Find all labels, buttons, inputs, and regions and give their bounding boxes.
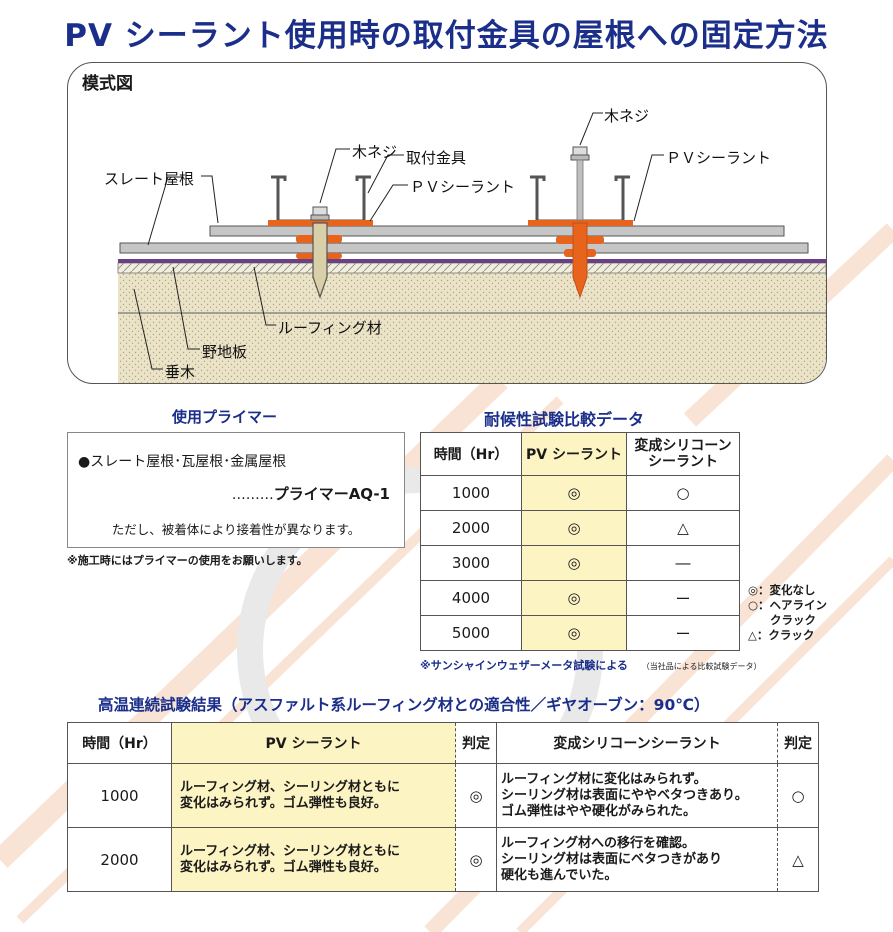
cell-time: 2000: [420, 510, 522, 546]
cell-pv-description: ルーフィング材、シーリング材ともに 変化はみられず。ゴム弾性も良好。: [171, 763, 456, 828]
weather-test-note: ※サンシャインウェザーメータ試験による （当社品による比較試験データ）: [420, 657, 762, 673]
table-row: 2000 ◎ △: [420, 510, 740, 546]
label-rafter: 垂木: [165, 363, 196, 381]
legend-crack-cont: クラック: [770, 613, 816, 627]
weather-test-title: 耐候性試験比較データ: [484, 410, 645, 429]
cell-time: 1000: [67, 763, 172, 828]
cell-ms-description: ルーフィング材への移行を確認。 シーリング材は表面にベタつきがあり 硬化も進んで…: [496, 827, 778, 892]
label-roofing: ルーフィング材: [278, 319, 382, 337]
weather-test-source: （当社品による比較試験データ）: [641, 662, 762, 671]
schematic-diagram: 模式図: [67, 62, 827, 384]
label-pv-sealant-left: ＰＶシーラント: [410, 178, 516, 196]
cell-ms-result: ー: [626, 580, 740, 616]
cell-pv-result: ◎: [521, 475, 627, 511]
ms-line: ルーフィング材に変化はみられず。: [501, 771, 707, 787]
header-pv-sealant: PV シーラント: [171, 722, 456, 764]
label-wood-screw-right: 木ネジ: [604, 107, 650, 125]
weather-test-method: ※サンシャインウェザーメータ試験による: [420, 659, 628, 672]
ms-line: ゴム弾性はやや硬化がみられた。: [501, 803, 697, 819]
legend-no-change: ◎：変化なし: [748, 583, 816, 597]
cell-pv-description: ルーフィング材、シーリング材ともに 変化はみられず。ゴム弾性も良好。: [171, 827, 456, 892]
header-time: 時間（Hr）: [420, 432, 522, 476]
cell-pv-result: ◎: [521, 545, 627, 581]
weather-test-table: 時間（Hr） PV シーラント 変成シリコーン シーラント 1000 ◎ ○ 2…: [420, 432, 740, 651]
ms-line: ルーフィング材への移行を確認。: [501, 835, 695, 851]
header-time: 時間（Hr）: [67, 722, 172, 764]
cell-pv-result: ◎: [521, 510, 627, 546]
header-ms-sealant: 変成シリコーン シーラント: [626, 432, 740, 476]
cell-pv-result: ◎: [521, 615, 627, 651]
table-row: 3000 ◎ ―: [420, 545, 740, 581]
cell-ms-result: ー: [626, 615, 740, 651]
table-header-row: 時間（Hr） PV シーラント 判定 変成シリコーンシーラント 判定: [67, 722, 819, 764]
diagram-heading: 模式図: [82, 74, 133, 94]
header-pv-sealant: PV シーラント: [521, 432, 627, 476]
roof-cross-section: [117, 112, 826, 383]
heat-test-title: 高温連続試験結果（アスファルト系ルーフィング材との適合性／ギヤオーブン：90℃）: [98, 696, 710, 714]
label-wood-screw-left: 木ネジ: [352, 143, 398, 161]
cell-time: 4000: [420, 580, 522, 616]
ms-line: シーリング材は表面にベタつきがあり: [501, 851, 723, 867]
legend-hairline: ○：ヘアライン: [748, 598, 828, 612]
cell-ms-result: ―: [626, 545, 740, 581]
cell-time: 3000: [420, 545, 522, 581]
pv-line: ルーフィング材、シーリング材ともに: [180, 843, 400, 859]
header-ms-judgement: 判定: [777, 722, 819, 764]
ms-line: シーリング材は表面にややベタつきあり。: [501, 787, 748, 803]
primer-product-name: プライマーAQ-1: [273, 485, 390, 503]
primer-adhesion-note: ただし、被着体により接着性が異なります。: [111, 522, 361, 537]
ms-line: 硬化も進んでいた。: [501, 867, 618, 883]
cell-pv-result: ◎: [455, 763, 497, 828]
cell-time: 5000: [420, 615, 522, 651]
label-sheathing: 野地板: [202, 343, 248, 361]
table-row: 5000 ◎ ー: [420, 615, 740, 651]
label-bracket: 取付金具: [406, 149, 467, 167]
cell-pv-result: ◎: [455, 827, 497, 892]
legend-crack: △：クラック: [748, 628, 815, 642]
cell-ms-result: △: [626, 510, 740, 546]
table-row: 4000 ◎ ー: [420, 580, 740, 616]
table-row: 1000 ◎ ○: [420, 475, 740, 511]
cell-pv-result: ◎: [521, 580, 627, 616]
primer-roof-types: ●スレート屋根･瓦屋根･金属屋根: [78, 454, 287, 470]
page-title: PV シーラント使用時の取付金具の屋根への固定方法: [64, 18, 829, 54]
heat-test-table: 時間（Hr） PV シーラント 判定 変成シリコーンシーラント 判定 1000 …: [67, 722, 819, 892]
primer-section-title: 使用プライマー: [172, 408, 278, 426]
header-ms-sealant: 変成シリコーンシーラント: [496, 722, 778, 764]
primer-product-line: ………プライマーAQ-1: [232, 483, 390, 504]
table-row: 2000 ルーフィング材、シーリング材ともに 変化はみられず。ゴム弾性も良好。 …: [67, 827, 819, 892]
cell-ms-result: △: [777, 827, 819, 892]
header-pv-judgement: 判定: [455, 722, 497, 764]
label-slate-roof: スレート屋根: [104, 170, 195, 188]
cell-ms-result: ○: [626, 475, 740, 511]
primer-box: ●スレート屋根･瓦屋根･金属屋根 ………プライマーAQ-1 ただし、被着体により…: [67, 432, 405, 548]
cell-time: 2000: [67, 827, 172, 892]
table-header-row: 時間（Hr） PV シーラント 変成シリコーン シーラント: [420, 432, 740, 476]
pv-line: 変化はみられず。ゴム弾性も良好。: [180, 859, 387, 875]
cell-time: 1000: [420, 475, 522, 511]
primer-usage-note: ※施工時にはプライマーの使用をお願いします。: [67, 554, 308, 567]
pv-line: 変化はみられず。ゴム弾性も良好。: [180, 795, 387, 811]
label-pv-sealant-right: ＰＶシーラント: [666, 149, 772, 167]
cell-ms-result: ○: [777, 763, 819, 828]
primer-dots: ………: [231, 487, 274, 503]
table-row: 1000 ルーフィング材、シーリング材ともに 変化はみられず。ゴム弾性も良好。 …: [67, 763, 819, 828]
cell-ms-description: ルーフィング材に変化はみられず。 シーリング材は表面にややベタつきあり。 ゴム弾…: [496, 763, 778, 828]
pv-line: ルーフィング材、シーリング材ともに: [180, 779, 400, 795]
result-legend: ◎：変化なし ○：ヘアライン クラック △：クラック: [748, 583, 827, 643]
